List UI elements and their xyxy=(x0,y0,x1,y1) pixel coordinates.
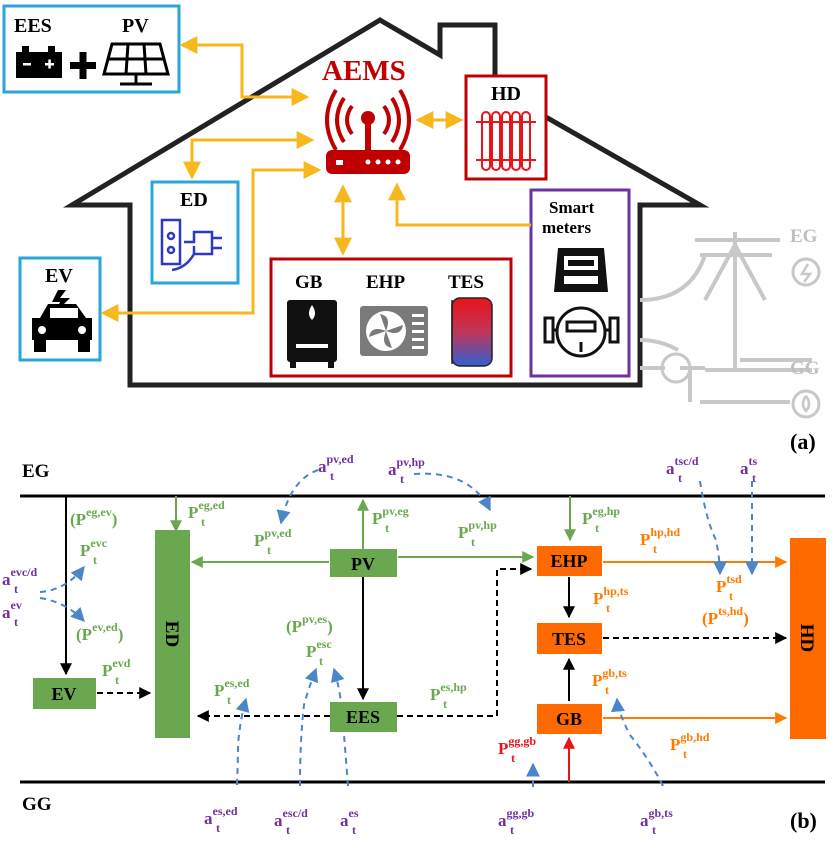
hd-box xyxy=(464,74,548,181)
electric-meter-icon xyxy=(554,248,608,292)
label-p-eg-ev: (Peg,ev) xyxy=(70,505,117,529)
radiator-icon xyxy=(476,111,536,171)
house-outline xyxy=(62,17,710,388)
caption-a: (a) xyxy=(790,429,816,454)
heat-pump-icon xyxy=(360,306,428,356)
label-p-ts-hd: (Pts,hd) xyxy=(702,604,749,628)
node-ehp xyxy=(537,546,602,576)
ees-pv-box xyxy=(2,4,181,94)
hd-label: HD xyxy=(491,83,521,105)
node-tes-label: TES xyxy=(552,629,586,649)
control-signals xyxy=(39,469,759,787)
node-tes xyxy=(537,623,602,654)
caption-b: (b) xyxy=(790,808,817,833)
panel-a: EG GG EES PV AEMS xyxy=(2,4,821,454)
node-ees xyxy=(330,702,397,732)
node-ev-label: EV xyxy=(51,684,76,704)
node-pv xyxy=(330,549,397,577)
gg-label-a: GG xyxy=(790,358,820,379)
battery-icon xyxy=(16,46,62,78)
eg-label-a: EG xyxy=(790,226,818,247)
aems-label: AEMS xyxy=(322,55,406,87)
ed-label: ED xyxy=(180,189,208,211)
node-ed xyxy=(155,530,190,738)
node-gb-label: GB xyxy=(556,709,582,729)
plus-icon xyxy=(70,52,96,79)
node-gb xyxy=(537,704,602,734)
label-p-ev-ed: (Pev,ed) xyxy=(76,620,123,644)
gas-meter-icon xyxy=(543,306,620,358)
ev-label: EV xyxy=(45,265,73,287)
gas-boiler-icon xyxy=(287,300,337,368)
pv-label: PV xyxy=(122,15,149,37)
node-ehp-label: EHP xyxy=(550,551,587,571)
tes-label-a: TES xyxy=(448,272,484,293)
router-icon xyxy=(325,88,411,174)
ev-car-icon xyxy=(32,290,92,352)
node-ev xyxy=(33,678,96,709)
solar-panel-icon xyxy=(102,42,170,86)
node-hd-label: HD xyxy=(796,624,817,653)
ees-label: EES xyxy=(14,15,52,37)
communication-links xyxy=(100,36,531,322)
node-ed-label: ED xyxy=(161,621,182,647)
ehp-label-a: EHP xyxy=(366,272,405,293)
smart-meters-label-2: meters xyxy=(542,218,591,237)
gb-label-a: GB xyxy=(295,272,323,293)
node-pv-label: PV xyxy=(351,554,375,574)
label-p-pv-es: (Ppv,es) xyxy=(286,612,333,636)
smart-meters-label-1: Smart xyxy=(549,198,595,217)
node-hd xyxy=(790,538,826,739)
gg-label-b: GG xyxy=(22,794,52,815)
thermal-storage-icon xyxy=(451,297,493,367)
node-ees-label: EES xyxy=(346,707,380,727)
panel-b: EG GG (b) xyxy=(2,452,826,837)
grid-infrastructure-icon xyxy=(639,232,821,419)
dashed-flows xyxy=(97,563,788,722)
eg-label-b: EG xyxy=(22,461,50,482)
